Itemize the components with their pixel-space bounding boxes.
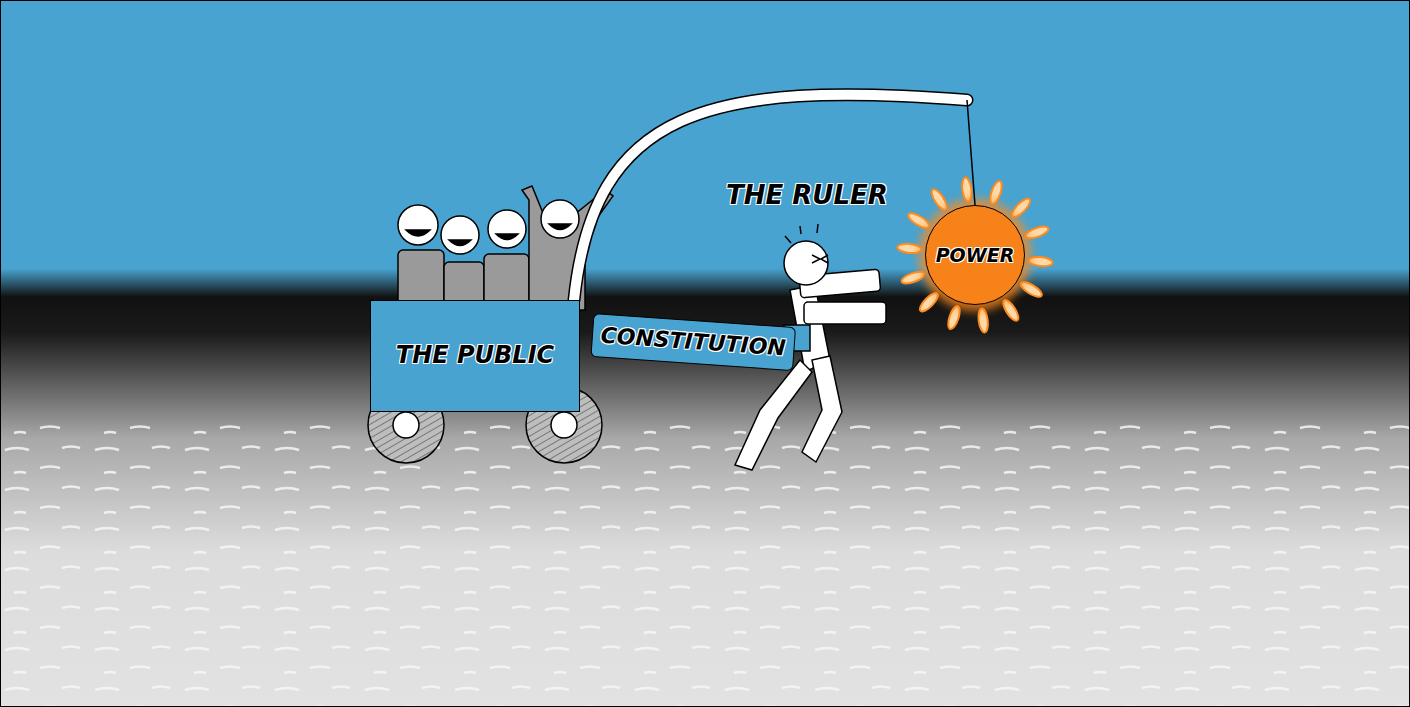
sun-ray [977, 308, 989, 333]
power-sun: POWER [925, 205, 1025, 305]
node-text: THE PUBLIC [396, 341, 554, 369]
node-text: CONSTITUTION [600, 323, 787, 361]
ground-texture [0, 420, 1410, 707]
cart-box: THE PUBLIC [370, 300, 580, 412]
sun-ray [897, 243, 922, 254]
sun-ray [961, 177, 973, 202]
fishing-rod [574, 95, 975, 300]
power-glow [919, 199, 1031, 311]
node-text: POWER [936, 244, 1015, 266]
ruler-label: THE RULER [726, 180, 888, 210]
sun-ray [1028, 256, 1053, 267]
